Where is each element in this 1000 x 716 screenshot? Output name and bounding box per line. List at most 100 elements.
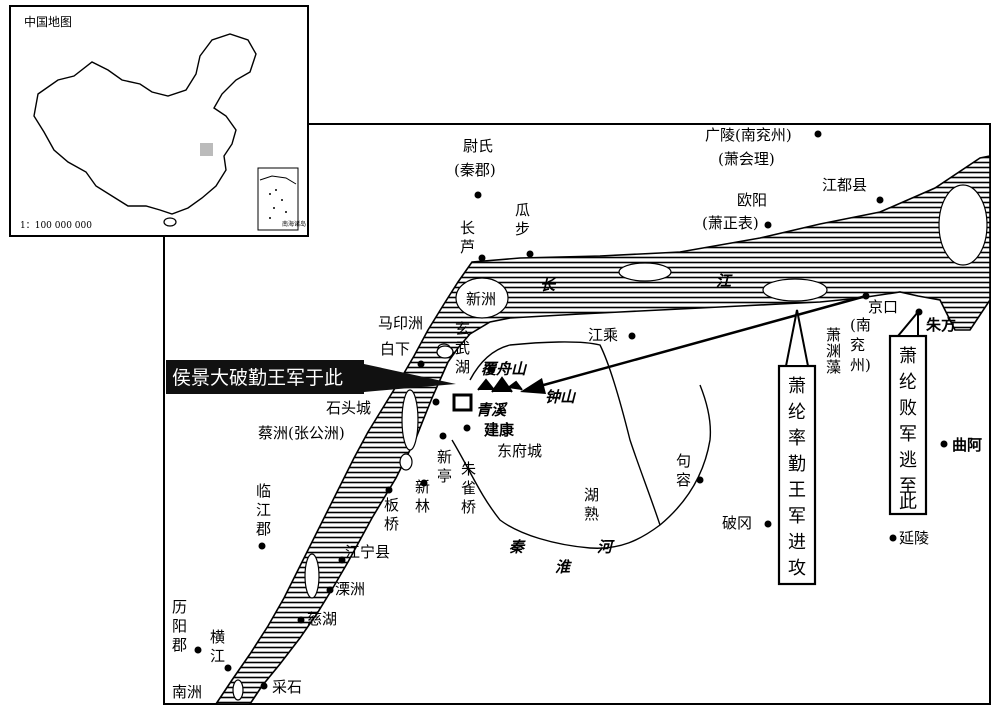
xiao-lun-attack-text: 萧纶率勤王军进攻 xyxy=(788,376,806,579)
label-nanyanzhou-1: (南 xyxy=(850,316,871,334)
label-xiao-huili: (萧会理) xyxy=(718,150,775,168)
label-jingkou: 京口 xyxy=(868,298,898,316)
label-linjiang-2: 江 xyxy=(256,501,271,519)
houjing-annotation-box xyxy=(166,360,364,394)
houjing-annotation-pointer xyxy=(364,364,456,392)
attack-route-arrow xyxy=(539,294,867,388)
label-jurong-1: 句 xyxy=(676,452,691,470)
label-yanling: 延陵 xyxy=(899,529,929,547)
label-caishi: 采石 xyxy=(272,678,302,696)
river-label-huai: 淮 xyxy=(555,558,572,576)
island xyxy=(232,679,244,701)
label-xinting-2: 亭 xyxy=(437,467,452,485)
xiao-lun-flee-pointer xyxy=(895,309,919,337)
label-hengjiang-2: 江 xyxy=(210,647,225,665)
label-ouyang: 欧阳 xyxy=(737,191,767,209)
arrow-head xyxy=(520,378,546,394)
island xyxy=(401,389,419,451)
island xyxy=(399,453,413,471)
label-zhufang: 朱方 xyxy=(926,316,956,334)
label-jiankang: 建康 xyxy=(484,421,515,439)
label-weishi: 尉氏 xyxy=(463,137,493,155)
label-xinlin-2: 林 xyxy=(415,497,430,515)
xiao-lun-flee-box xyxy=(888,334,928,516)
label-zhuqueqiao-1: 朱 xyxy=(461,460,476,478)
label-hengjiang-1: 横 xyxy=(210,628,225,646)
island xyxy=(762,278,828,302)
label-linjiang-1: 临 xyxy=(256,482,271,500)
label-xiao-yuanzao-2: 渊 xyxy=(826,342,841,360)
label-linjiang-3: 郡 xyxy=(256,520,271,538)
label-cihu: 慈湖 xyxy=(307,610,337,628)
label-dongfucheng: 东府城 xyxy=(497,442,542,460)
label-xiao-yuanzao-1: 萧 xyxy=(826,326,841,344)
label-xuanwu-3: 湖 xyxy=(455,358,470,376)
south-sea-label: 南海诸岛 xyxy=(282,220,306,228)
label-nanzhou: 南洲 xyxy=(172,683,202,701)
label-hushu-2: 熟 xyxy=(584,505,599,523)
label-zhongshan: 钟山 xyxy=(545,388,577,406)
label-qua: 曲阿 xyxy=(952,436,982,454)
label-jiangning: 江宁县 xyxy=(345,543,390,561)
south-sea-islands xyxy=(269,189,287,219)
label-fuzhoushan: 覆舟山 xyxy=(481,360,528,378)
label-liyang-1: 历 xyxy=(172,598,187,616)
label-xuanwu-1: 玄 xyxy=(455,320,470,338)
label-guabu-2: 步 xyxy=(515,220,530,238)
label-caizhou: 蔡洲(张公洲) xyxy=(258,424,345,442)
place-dots xyxy=(194,130,948,690)
label-banqiao-1: 板 xyxy=(384,496,399,514)
label-lizhou: 溧洲 xyxy=(335,580,365,598)
label-qingxi: 青溪 xyxy=(476,401,508,419)
qinhuai-river xyxy=(451,341,712,549)
china-outline xyxy=(33,33,257,215)
label-hushu-1: 湖 xyxy=(584,486,599,504)
label-zhuqueqiao-3: 桥 xyxy=(461,498,476,516)
label-pogang: 破冈 xyxy=(722,514,752,532)
jiankang-city xyxy=(452,393,473,412)
label-zhuqueqiao-2: 雀 xyxy=(461,479,476,497)
label-xinzhou: 新洲 xyxy=(466,290,496,308)
label-jiangdu: 江都县 xyxy=(822,176,867,194)
label-liyang-2: 阳 xyxy=(172,617,187,635)
label-xinting-1: 新 xyxy=(437,448,452,466)
inset-title: 中国地图 xyxy=(24,14,72,29)
label-nanyanzhou-2: 兖 xyxy=(850,336,865,354)
river-label-chang: 长 xyxy=(540,276,557,294)
river-label-qin: 秦 xyxy=(509,538,526,556)
xuanwu-lake xyxy=(436,345,454,359)
label-xiao-yuanzao-3: 藻 xyxy=(826,358,841,376)
label-mayinzhou: 马印洲 xyxy=(378,314,423,332)
label-guabu-1: 瓜 xyxy=(515,201,530,219)
houjing-annotation-text: 侯景大破勤王军于此 xyxy=(172,367,343,389)
label-guangling: 广陵(南兖州) xyxy=(705,126,792,144)
south-sea-coast xyxy=(259,175,297,185)
river-label-jiang: 江 xyxy=(716,272,733,290)
label-xinlin-1: 新 xyxy=(415,478,430,496)
xiao-lun-flee-text: 萧纶败军逃至此 xyxy=(899,346,917,513)
label-changlu-1: 长 xyxy=(460,219,475,237)
label-nanyanzhou-3: 州) xyxy=(850,356,871,374)
xinzhou-island xyxy=(455,277,509,319)
label-baixia: 白下 xyxy=(380,340,410,358)
xiao-lun-attack-box xyxy=(777,364,817,586)
label-jurong-2: 容 xyxy=(676,471,691,489)
island xyxy=(938,184,988,266)
island xyxy=(304,553,320,599)
label-xuanwu-2: 武 xyxy=(455,339,470,357)
river-label-he: 河 xyxy=(597,538,615,556)
island xyxy=(618,262,672,282)
inset-scale: 1：100 000 000 xyxy=(20,221,92,231)
label-shitoucheng: 石头城 xyxy=(326,399,371,417)
inset-region-highlight xyxy=(200,143,213,156)
label-liyang-3: 郡 xyxy=(172,636,187,654)
label-changlu-2: 芦 xyxy=(460,238,475,256)
label-banqiao-2: 桥 xyxy=(384,515,399,533)
xiao-lun-attack-pointer xyxy=(784,309,810,367)
label-qinjun: (秦郡) xyxy=(454,161,496,179)
zhongshan-mountain-icon xyxy=(477,376,523,393)
label-xiao-zhengbiao: (萧正表) xyxy=(702,214,759,232)
label-jiangcheng: 江乘 xyxy=(588,326,618,344)
hainan-island xyxy=(163,217,177,227)
